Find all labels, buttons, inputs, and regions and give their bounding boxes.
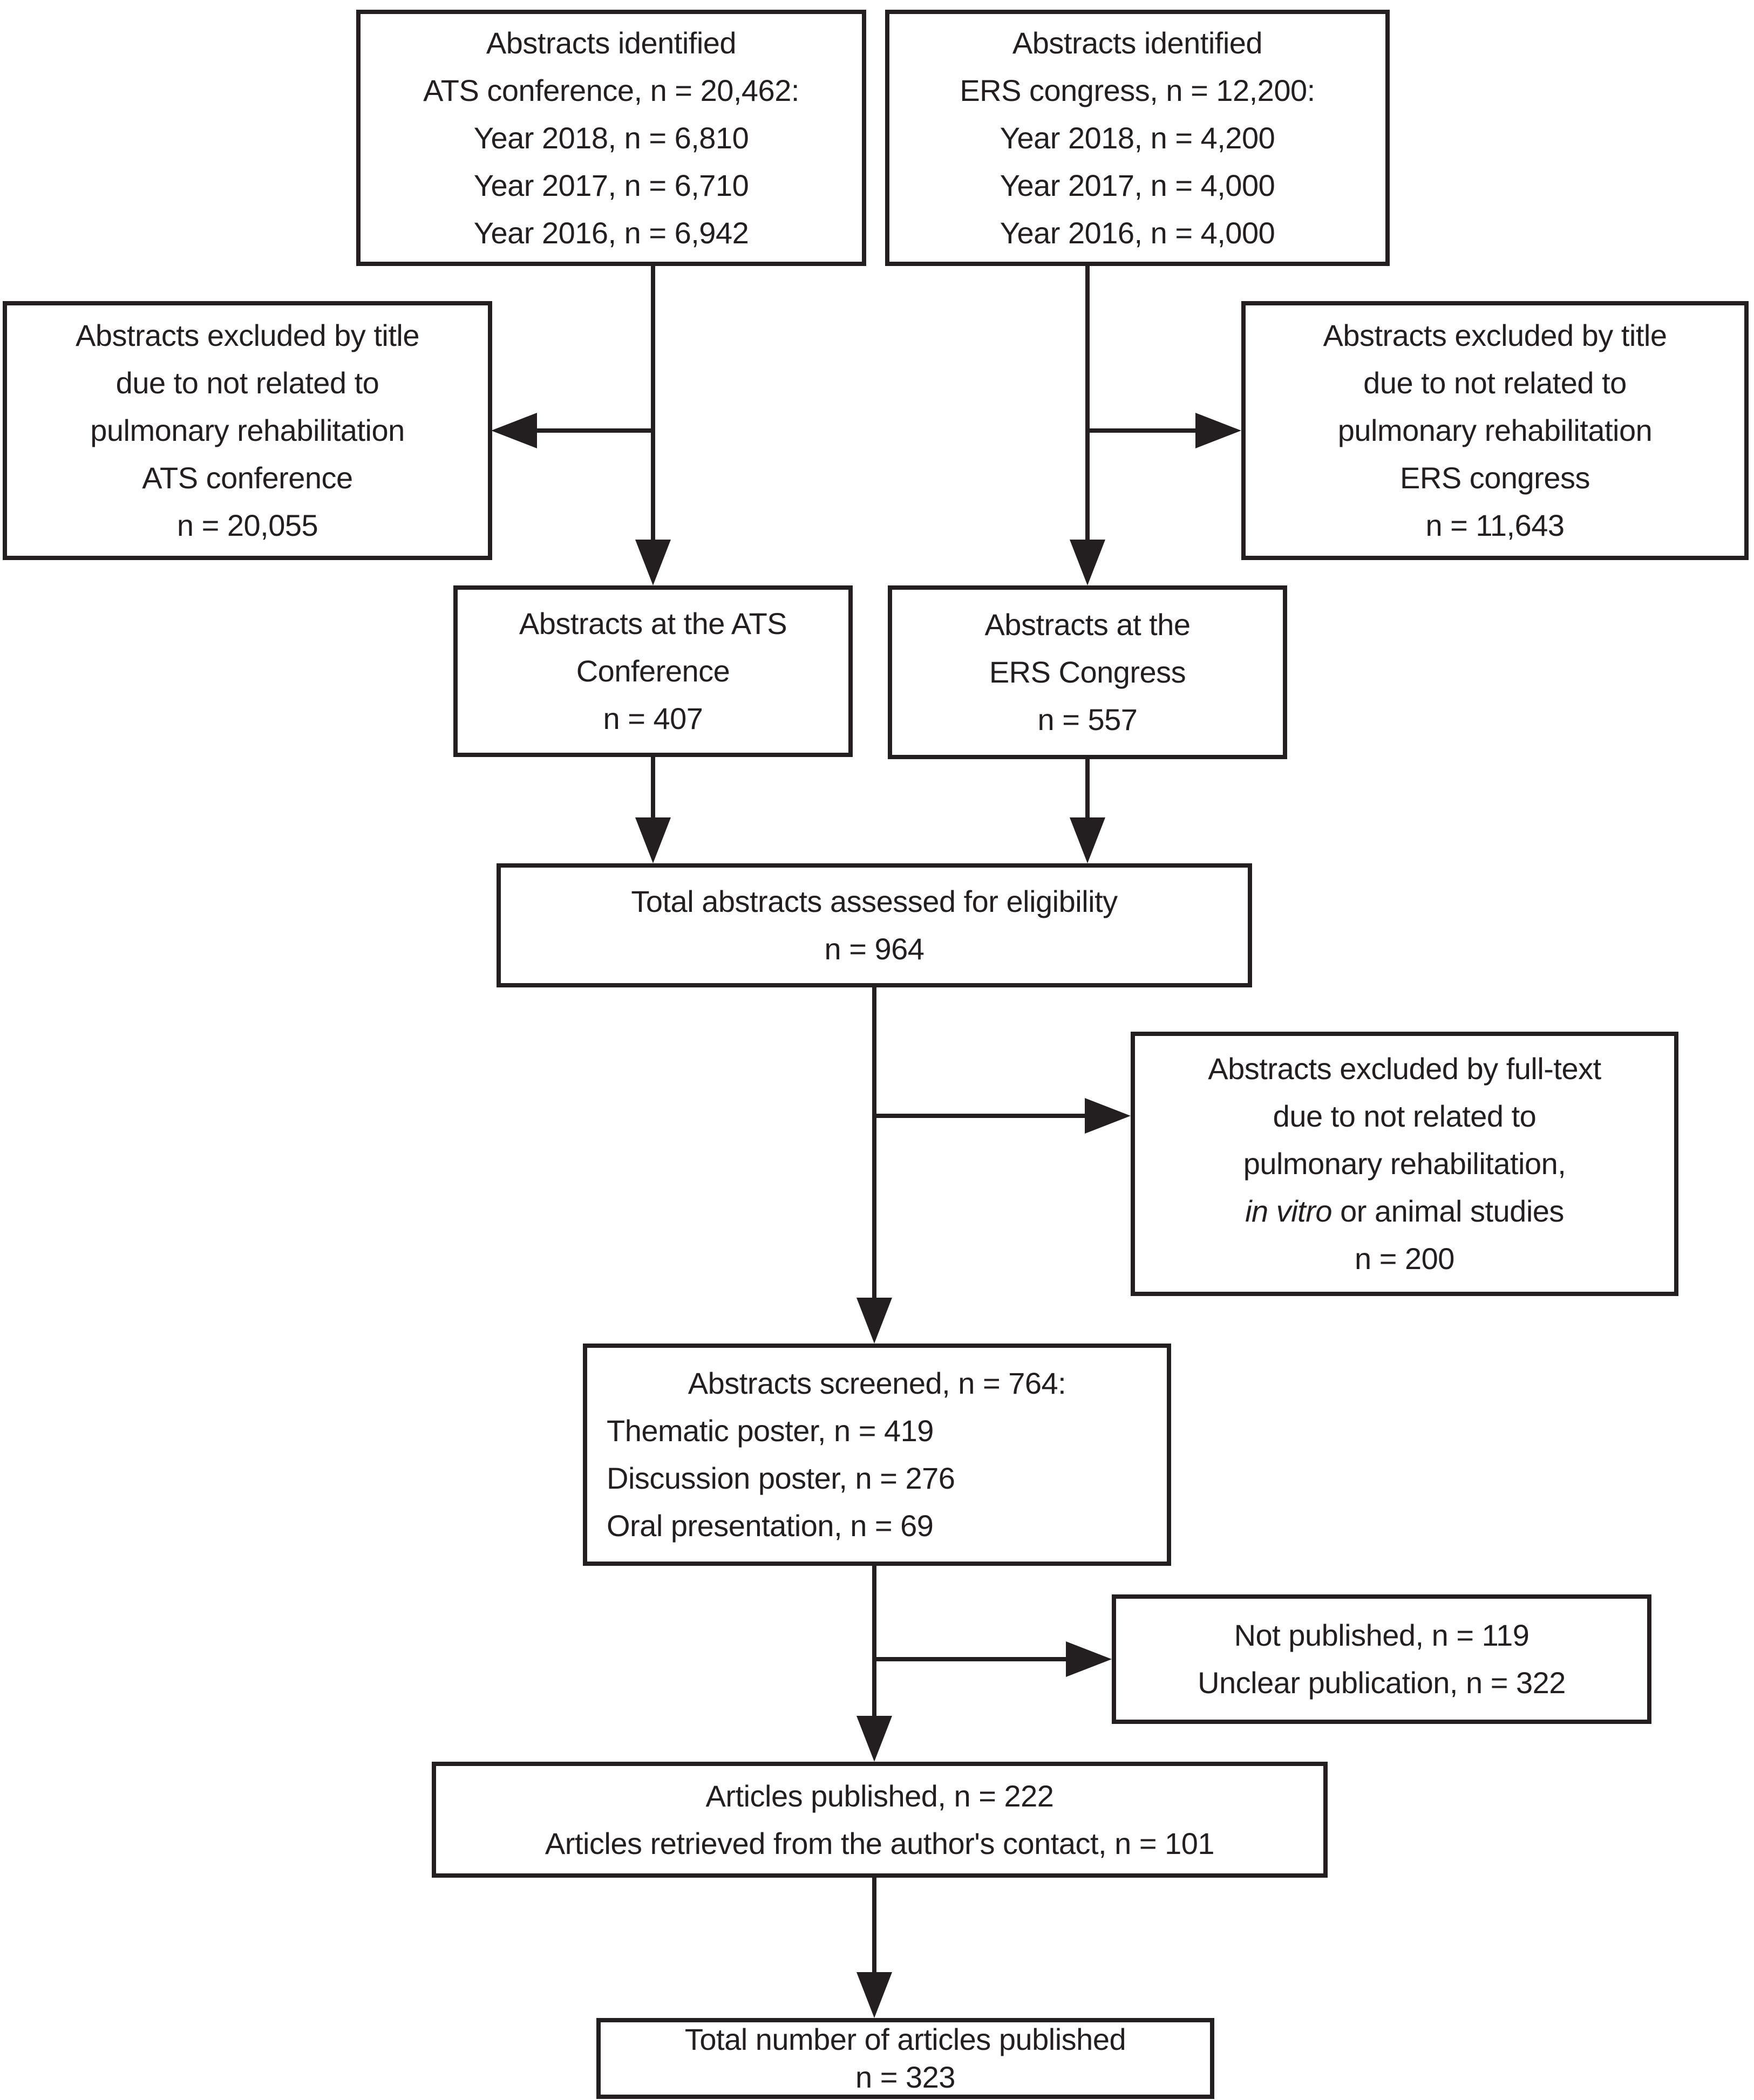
ers-congress-line: Abstracts at the (984, 608, 1191, 642)
connector-ers-identified-down (1085, 264, 1090, 544)
connector-branch-to-not-published (872, 1657, 1071, 1661)
articles-published-line: Articles published, n = 222 (705, 1778, 1054, 1813)
total-assessed-line: Total abstracts assessed for eligibility (631, 884, 1118, 918)
excluded-fulltext-line: n = 200 (1355, 1242, 1454, 1276)
ats-excluded-line: n = 20,055 (176, 508, 318, 542)
ats-excluded-line: pulmonary rehabilitation (90, 413, 405, 447)
ats-identified-line: Abstracts identified (486, 25, 737, 60)
excluded-fulltext-line-rest: or animal studies (1332, 1194, 1564, 1228)
node-abstracts-identified-ats: Abstracts identified ATS conference, n =… (356, 10, 866, 266)
ers-identified-line: Year 2017, n = 4,000 (1000, 168, 1275, 202)
ats-conference-line: Conference (576, 654, 730, 688)
ats-excluded-line: due to not related to (115, 366, 379, 400)
arrowhead-left-to-ats-exclusion (491, 413, 537, 448)
ats-excluded-line: ATS conference (142, 461, 353, 495)
ers-identified-line: Abstracts identified (1012, 25, 1263, 60)
connector-total-to-screened (872, 986, 876, 1299)
ats-excluded-line: Abstracts excluded by title (75, 318, 420, 352)
arrowhead-down-ers-to-total (1070, 817, 1105, 863)
arrowhead-down-to-screened (856, 1298, 892, 1344)
screened-line: Thematic poster, n = 419 (607, 1414, 934, 1448)
ers-congress-line: ERS Congress (989, 655, 1186, 689)
ers-excluded-line: Abstracts excluded by title (1323, 318, 1667, 352)
total-published-line: Total number of articles published (684, 2022, 1126, 2056)
ats-conference-line: n = 407 (603, 701, 703, 735)
ers-excluded-line: ERS congress (1400, 461, 1590, 495)
not-published-line: Unclear publication, n = 322 (1198, 1666, 1566, 1700)
connector-branch-to-fulltext-exclusion (872, 1114, 1090, 1118)
connector-ers-congress-down (1085, 758, 1090, 819)
connector-published-to-total (872, 1877, 876, 1974)
node-excluded-fulltext: Abstracts excluded by full-text due to n… (1131, 1032, 1678, 1296)
arrowhead-down-to-ats-conference (635, 540, 671, 585)
node-abstracts-screened: Abstracts screened, n = 764: Thematic po… (583, 1344, 1171, 1566)
connector-screened-to-published (872, 1565, 876, 1717)
excluded-fulltext-line: Abstracts excluded by full-text (1208, 1052, 1601, 1086)
ers-identified-line: ERS congress, n = 12,200: (960, 73, 1315, 107)
ers-excluded-line: n = 11,643 (1425, 508, 1565, 542)
node-total-assessed: Total abstracts assessed for eligibility… (497, 863, 1252, 987)
arrowhead-right-to-ers-exclusion (1195, 413, 1241, 448)
ers-identified-line: Year 2018, n = 4,200 (1000, 120, 1275, 155)
total-published-line: n = 323 (855, 2060, 955, 2094)
arrowhead-down-to-published (856, 1716, 892, 1762)
arrowhead-down-to-total-published (856, 1972, 892, 2018)
node-abstracts-identified-ers: Abstracts identified ERS congress, n = 1… (885, 10, 1390, 266)
ers-congress-line: n = 557 (1037, 703, 1138, 737)
node-excluded-by-title-ers: Abstracts excluded by title due to not r… (1241, 301, 1749, 560)
node-articles-published: Articles published, n = 222 Articles ret… (432, 1762, 1328, 1878)
ers-excluded-line: due to not related to (1363, 366, 1627, 400)
total-assessed-line: n = 964 (824, 932, 924, 966)
node-total-published: Total number of articles published n = 3… (596, 2018, 1214, 2099)
node-abstracts-ers-congress: Abstracts at the ERS Congress n = 557 (888, 585, 1287, 759)
ats-conference-line: Abstracts at the ATS (519, 606, 787, 640)
excluded-fulltext-line: pulmonary rehabilitation, (1243, 1147, 1566, 1181)
node-excluded-by-title-ats: Abstracts excluded by title due to not r… (3, 301, 492, 560)
excluded-fulltext-line-italic: in vitro or animal studies (1245, 1188, 1564, 1235)
arrowhead-down-to-ers-congress (1070, 540, 1105, 585)
ers-identified-line: Year 2016, n = 4,000 (1000, 215, 1275, 250)
arrowhead-right-to-fulltext-exclusion (1085, 1098, 1131, 1134)
node-abstracts-ats-conference: Abstracts at the ATS Conference n = 407 (453, 585, 853, 757)
screened-line: Oral presentation, n = 69 (607, 1509, 934, 1543)
connector-branch-to-ers-exclusion (1085, 428, 1201, 433)
ats-identified-line: ATS conference, n = 20,462: (423, 73, 799, 107)
ats-identified-line: Year 2017, n = 6,710 (473, 168, 749, 202)
node-not-published: Not published, n = 119 Unclear publicati… (1112, 1594, 1651, 1724)
connector-branch-to-ats-exclusion (532, 428, 655, 433)
arrowhead-right-to-not-published (1066, 1641, 1112, 1677)
articles-published-line: Articles retrieved from the author's con… (545, 1826, 1215, 1860)
ats-identified-line: Year 2016, n = 6,942 (473, 215, 749, 250)
in-vitro-italic-text: in vitro (1245, 1194, 1333, 1228)
ers-excluded-line: pulmonary rehabilitation (1337, 413, 1653, 447)
connector-ats-conference-down (651, 755, 655, 819)
connector-ats-identified-down (651, 264, 655, 544)
screened-line: Discussion poster, n = 276 (607, 1461, 955, 1495)
ats-identified-line: Year 2018, n = 6,810 (473, 120, 749, 155)
arrowhead-down-ats-to-total (635, 817, 671, 863)
screened-line: Abstracts screened, n = 764: (688, 1366, 1066, 1400)
not-published-line: Not published, n = 119 (1234, 1618, 1529, 1652)
excluded-fulltext-line: due to not related to (1273, 1099, 1537, 1133)
